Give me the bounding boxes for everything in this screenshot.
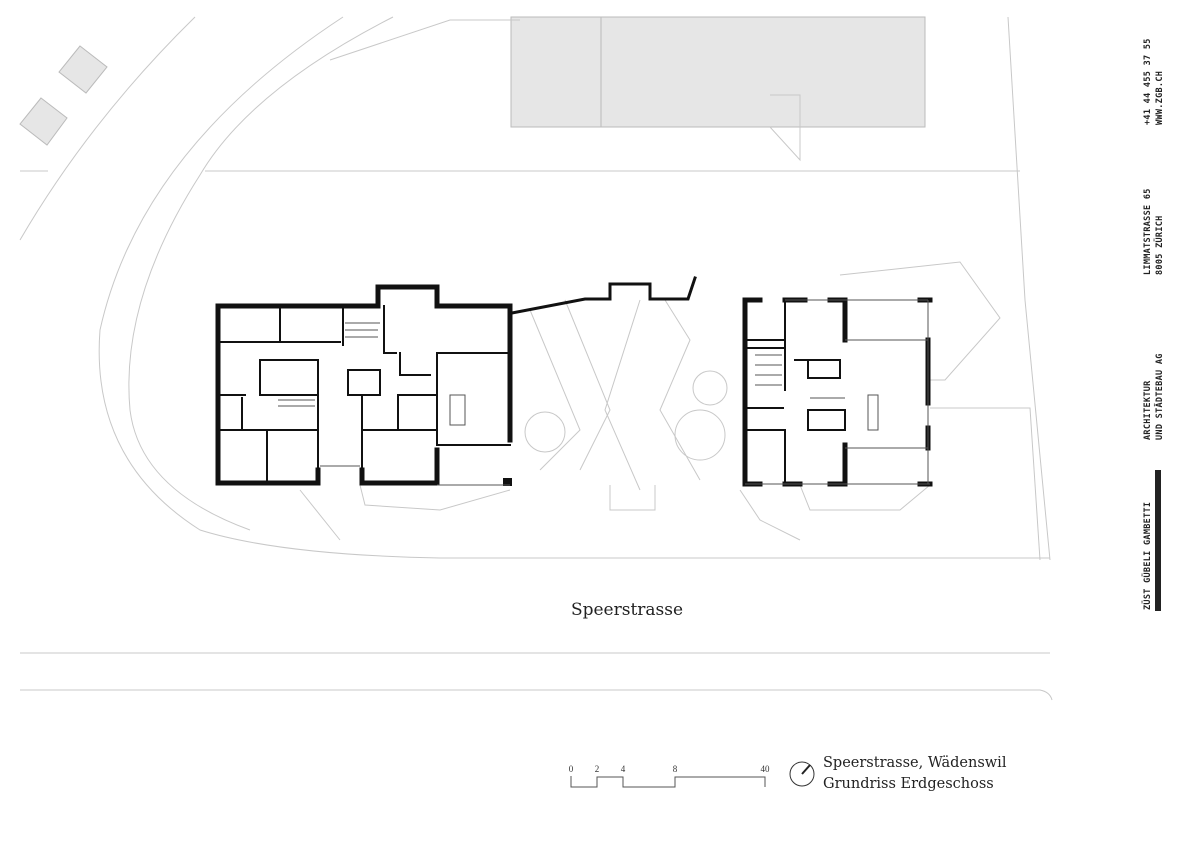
north-arrow-icon [789, 761, 815, 787]
scale-tick-40: 40 [761, 764, 771, 774]
scale-tick-0: 0 [569, 764, 574, 774]
plan-title-floor: Grundriss Erdgeschoss [823, 776, 994, 792]
scale-bar: 0 2 4 8 40 [569, 764, 771, 788]
office-web: WWW.ZGB.CH [1155, 71, 1165, 125]
building-east [742, 297, 933, 487]
neighbor-garages [19, 45, 108, 146]
office-tagline-2: UND STÄDTEBAU AG [1154, 353, 1165, 440]
office-tagline-1: ARCHITEKTUR [1143, 380, 1153, 440]
scale-tick-8: 8 [673, 764, 678, 774]
office-logo-bar [1155, 470, 1161, 611]
office-city: 8005 ZÜRICH [1154, 215, 1165, 275]
office-name: ZÜST GÜBELI GAMBETTI [1142, 502, 1153, 610]
site-context [19, 16, 1053, 701]
building-west [215, 276, 697, 486]
scale-tick-2: 2 [595, 764, 600, 774]
office-credits: +41 44 455 37 55 WWW.ZGB.CH LIMMATSTRASS… [1142, 38, 1165, 611]
street-label: Speerstrasse [571, 600, 683, 620]
neighbor-building [510, 16, 926, 128]
scale-tick-4: 4 [621, 764, 626, 774]
office-street: LIMMATSTRASSE 65 [1143, 188, 1153, 275]
plan-title-location: Speerstrasse, Wädenswil [823, 755, 1007, 771]
office-phone: +41 44 455 37 55 [1143, 38, 1153, 125]
